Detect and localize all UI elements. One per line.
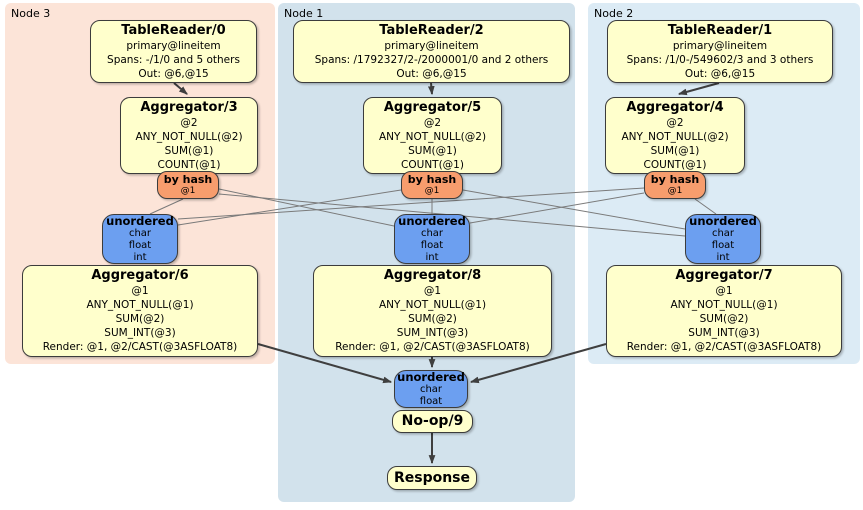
node-detail: ANY_NOT_NULL(@2) [621,130,729,143]
stream-type: char [128,228,152,239]
node-detail: Render: @1, @2/CAST(@3ASFLOAT8) [42,341,238,353]
node-aggregator-4: Aggregator/4 @2 ANY_NOT_NULL(@2) SUM(@1)… [605,97,745,174]
router-key: @1 [424,186,440,196]
node-detail: Render: @1, @2/CAST(@3ASFLOAT8) [626,341,822,353]
node-detail: @2 [180,116,198,129]
region-node3-label: Node 3 [11,7,51,20]
node-title: Aggregator/6 [91,268,189,283]
node-aggregator-5: Aggregator/5 @2 ANY_NOT_NULL(@2) SUM(@1)… [363,97,502,174]
stream-title: unordered [106,214,174,228]
router-by-hash-node3: by hash @1 [157,171,219,199]
node-title: Aggregator/5 [383,99,482,115]
node-detail: Out: @6,@15 [396,67,467,80]
node-response: Response [387,466,477,490]
node-detail: ANY_NOT_NULL(@1) [670,299,778,311]
stream-title: unordered [398,214,466,228]
node-detail: primary@lineitem [384,39,479,52]
node-detail: Out: @6,@15 [684,67,756,80]
stream-title: unordered [689,214,757,228]
stream-type: float [420,240,444,251]
node-detail: primary@lineitem [672,39,768,52]
node-detail: Spans: -/1/0 and 5 others [107,53,240,66]
stream-type: float [128,240,152,251]
node-title: TableReader/0 [121,22,226,38]
node-title: Aggregator/3 [140,99,238,115]
node-title: TableReader/1 [667,22,773,38]
node-title: TableReader/2 [379,22,484,38]
stream-unordered-out: unordered char float [394,370,468,408]
router-by-hash-node2: by hash @1 [644,171,706,199]
stream-type: float [419,396,443,407]
stream-type: float [711,240,735,251]
node-aggregator-6: Aggregator/6 @1 ANY_NOT_NULL(@1) SUM(@2)… [22,265,258,357]
node-title: Response [393,469,471,486]
node-detail: COUNT(@1) [643,158,707,171]
node-detail: Spans: /1/0-/549602/3 and 3 others [626,53,814,66]
node-aggregator-8: Aggregator/8 @1 ANY_NOT_NULL(@1) SUM(@2)… [313,265,552,357]
stream-unordered-node3: unordered char float int [102,214,178,264]
stream-unordered-node2: unordered char float int [685,214,761,264]
node-detail: @1 [131,285,149,297]
node-title: Aggregator/8 [383,268,482,283]
stream-unordered-node1: unordered char float int [394,214,470,264]
node-detail: Render: @1, @2/CAST(@3ASFLOAT8) [335,341,530,353]
node-detail: ANY_NOT_NULL(@1) [378,299,487,311]
node-detail: SUM(@2) [115,313,165,325]
stream-type: int [716,252,730,263]
node-detail: ANY_NOT_NULL(@2) [135,130,243,143]
node-detail: @2 [666,116,684,129]
stream-title: unordered [397,370,465,384]
node-detail: @1 [715,285,733,297]
router-title: by hash [163,173,213,186]
node-detail: SUM_INT(@3) [688,327,760,339]
node-title: Aggregator/7 [675,268,773,283]
node-detail: SUM_INT(@3) [104,327,176,339]
stream-type: char [711,228,735,239]
node-detail: SUM(@2) [408,313,457,325]
node-detail: SUM(@1) [650,144,700,157]
stream-type: int [425,252,439,263]
node-detail: Out: @6,@15 [138,67,209,80]
node-detail: primary@lineitem [126,39,221,52]
router-title: by hash [407,173,457,186]
region-node2-label: Node 2 [594,7,634,20]
node-tablereader-1: TableReader/1 primary@lineitem Spans: /1… [607,20,833,83]
node-noop-9: No-op/9 [392,410,473,433]
node-tablereader-0: TableReader/0 primary@lineitem Spans: -/… [90,20,257,83]
node-aggregator-3: Aggregator/3 @2 ANY_NOT_NULL(@2) SUM(@1)… [120,97,258,174]
node-aggregator-7: Aggregator/7 @1 ANY_NOT_NULL(@1) SUM(@2)… [606,265,842,357]
node-detail: ANY_NOT_NULL(@1) [86,299,194,311]
node-detail: ANY_NOT_NULL(@2) [378,130,487,143]
router-key: @1 [180,186,196,196]
node-title: Aggregator/4 [626,99,724,115]
node-title: No-op/9 [401,413,464,429]
router-title: by hash [650,173,700,186]
node-detail: COUNT(@1) [401,158,464,171]
node-detail: SUM(@2) [699,313,749,325]
node-detail: @2 [423,116,442,129]
node-detail: SUM_INT(@3) [396,327,469,339]
node-detail: Spans: /1792327/2-/2000001/0 and 2 other… [314,53,549,66]
node-detail: COUNT(@1) [157,158,221,171]
router-by-hash-node1: by hash @1 [401,171,463,199]
stream-type: char [420,228,444,239]
stream-type: int [133,252,147,263]
node-detail: SUM(@1) [164,144,214,157]
node-detail: SUM(@1) [408,144,457,157]
router-key: @1 [667,186,683,196]
node-detail: @1 [423,285,442,297]
node-tablereader-2: TableReader/2 primary@lineitem Spans: /1… [293,20,570,83]
stream-type: char [419,384,443,395]
region-node1-label: Node 1 [284,7,324,20]
